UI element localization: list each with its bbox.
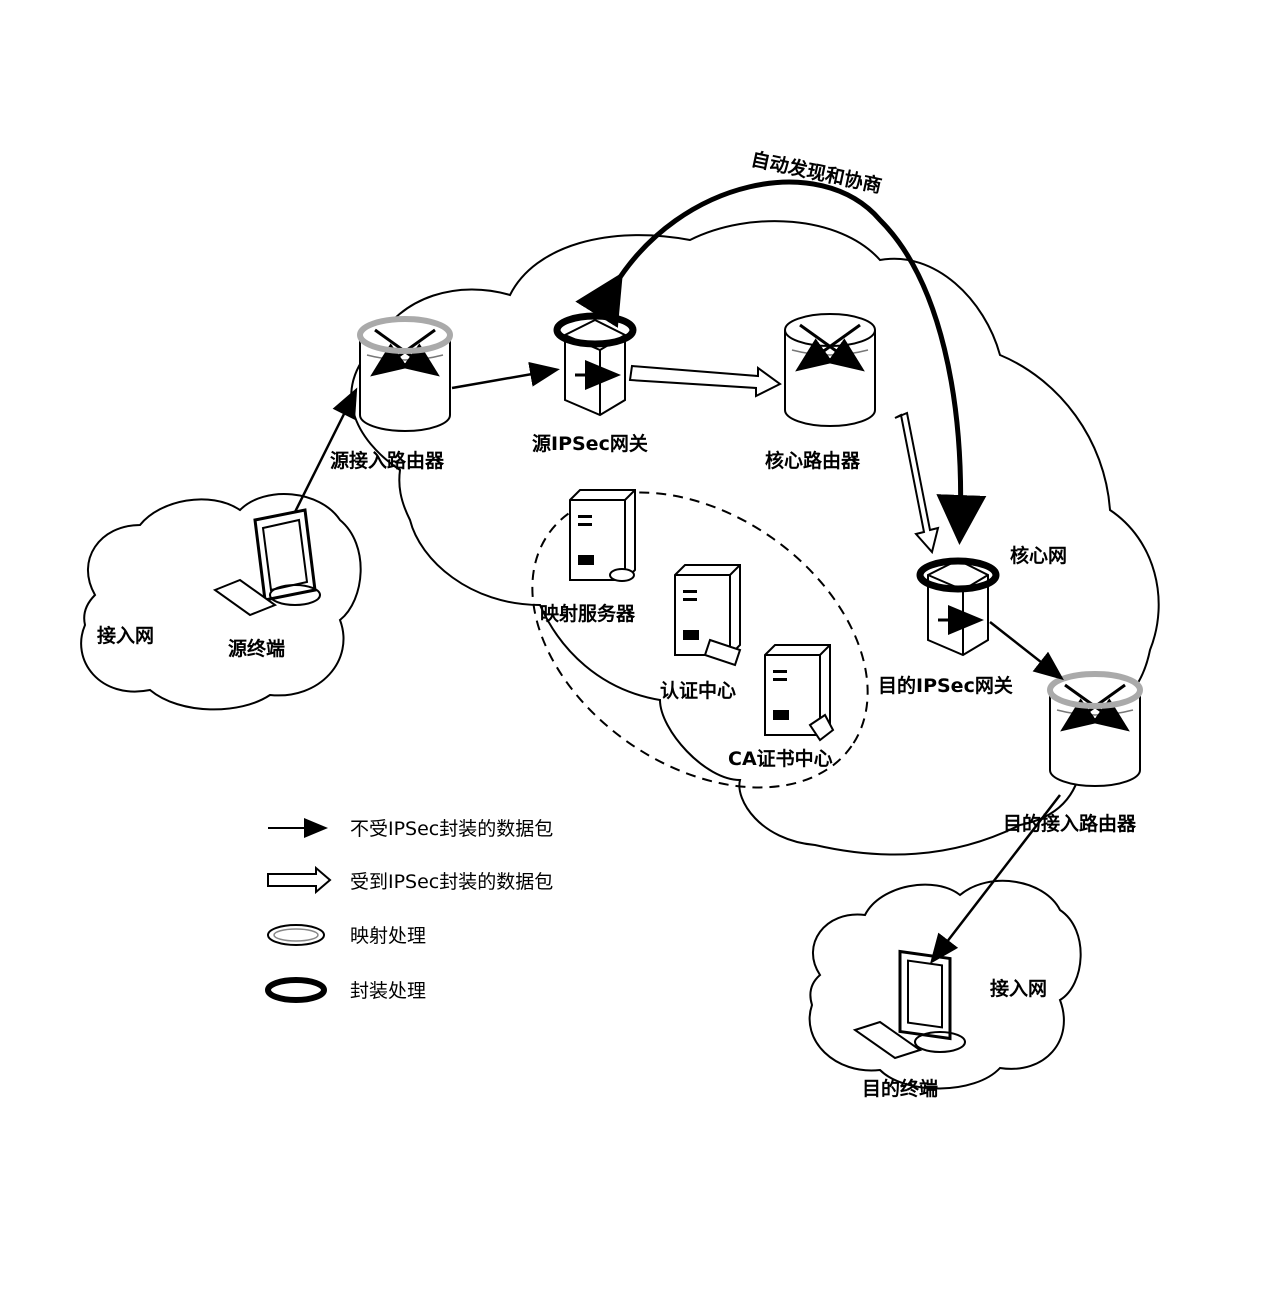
mapping-server-icon bbox=[569, 489, 636, 582]
auto-discovery-arrow bbox=[575, 179, 987, 545]
legend: 不受IPSec封装的数据包 受到IPSec封装的数据包 映射处理 封装处理 bbox=[265, 818, 553, 1003]
core-network-cloud bbox=[350, 220, 1160, 856]
auth-center-icon bbox=[674, 564, 742, 667]
left-access-network-label: 接入网 bbox=[97, 625, 154, 647]
legend-label-encapsulation: 封装处理 bbox=[350, 980, 426, 1002]
link-source-terminal-to-router bbox=[293, 387, 358, 513]
mapping-ring-icon bbox=[267, 924, 325, 946]
source-access-router-label: 源接入路由器 bbox=[330, 449, 445, 472]
link-source-gateway-to-core bbox=[628, 364, 782, 398]
legend-label-unencapsulated: 不受IPSec封装的数据包 bbox=[350, 818, 553, 840]
link-core-to-dest-gateway bbox=[894, 411, 940, 555]
dest-ipsec-gateway bbox=[916, 557, 1000, 657]
core-router bbox=[785, 314, 875, 426]
mapping-server-label: 映射服务器 bbox=[540, 602, 636, 625]
ca-center-icon bbox=[764, 644, 835, 742]
source-access-router bbox=[357, 316, 453, 431]
right-access-cloud bbox=[808, 879, 1082, 1090]
encapsulation-ring-icon bbox=[265, 977, 327, 1003]
right-access-network-label: 接入网 bbox=[990, 978, 1047, 1000]
hollow-arrow-icon bbox=[267, 865, 332, 895]
left-access-cloud bbox=[80, 493, 362, 711]
dest-ipsec-gateway-label: 目的IPSec网关 bbox=[878, 674, 1013, 697]
legend-label-encapsulated: 受到IPSec封装的数据包 bbox=[350, 871, 553, 893]
source-ipsec-gateway bbox=[553, 312, 637, 417]
core-router-label: 核心路由器 bbox=[765, 449, 861, 472]
link-dest-gateway-to-router bbox=[989, 621, 1064, 681]
source-terminal bbox=[212, 508, 321, 617]
auto-discovery-label: 自动发现和协商 bbox=[749, 147, 884, 197]
ca-center-label: CA证书中心 bbox=[728, 747, 833, 770]
dest-terminal bbox=[852, 949, 966, 1060]
link-router-to-source-gateway bbox=[451, 361, 560, 390]
legend-label-mapping: 映射处理 bbox=[350, 925, 426, 947]
auth-center-label: 认证中心 bbox=[660, 679, 736, 702]
dest-access-router bbox=[1047, 671, 1143, 786]
core-network-label: 核心网 bbox=[1010, 544, 1067, 567]
link-router-to-dest-terminal bbox=[929, 794, 1061, 964]
source-terminal-label: 源终端 bbox=[228, 637, 285, 660]
dest-access-router-label: 目的接入路由器 bbox=[1003, 812, 1137, 835]
dest-terminal-label: 目的终端 bbox=[862, 1077, 938, 1100]
source-ipsec-gateway-label: 源IPSec网关 bbox=[532, 432, 648, 455]
